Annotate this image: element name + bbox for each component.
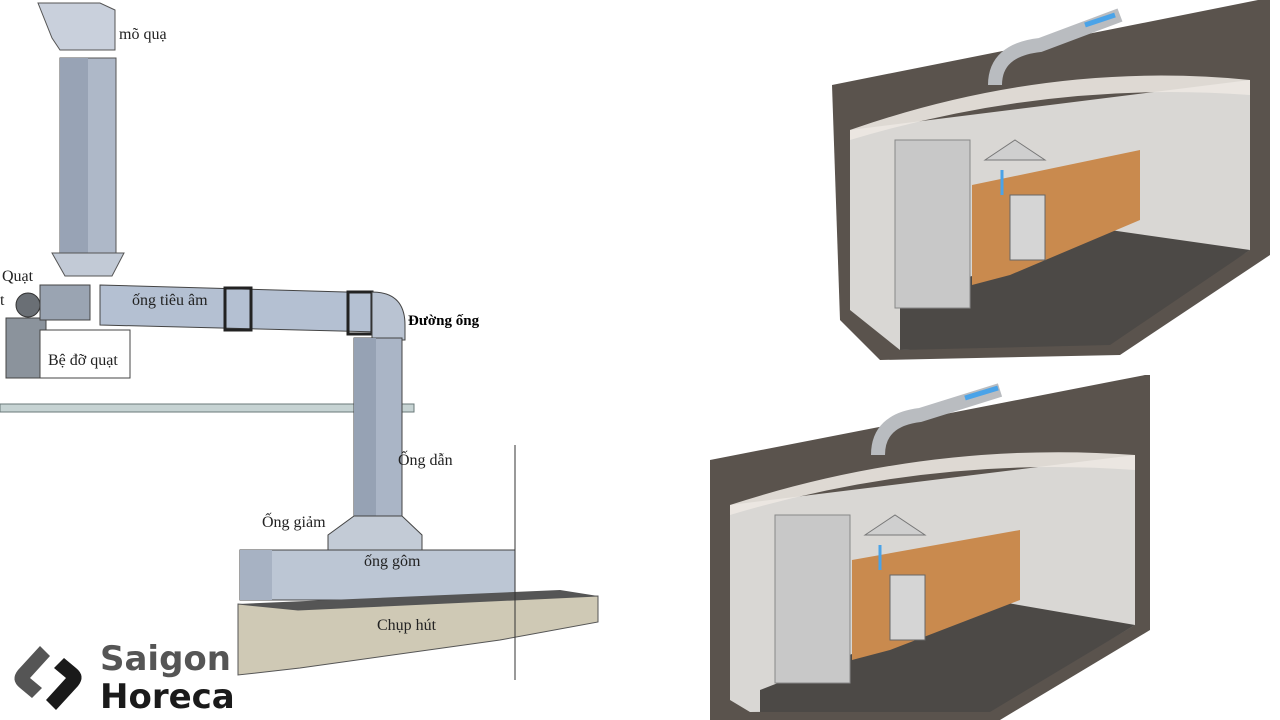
label-reducer: Ống giảm	[262, 514, 326, 531]
logo-line2: Horeca	[100, 677, 235, 717]
fan-housing	[39, 284, 91, 321]
label-collector-duct: ống gôm	[364, 553, 421, 570]
ceiling-slab	[0, 403, 415, 413]
fan-base-front	[39, 329, 131, 379]
logo-icon	[14, 646, 82, 710]
kitchen-illustration-top	[832, 0, 1270, 360]
saigon-horeca-logo: Saigon Horeca	[10, 640, 235, 716]
exhaust-hood	[237, 590, 599, 676]
reducer	[327, 515, 423, 551]
label-fan-cut: t	[0, 292, 5, 309]
kitchen-illustration-bottom	[710, 375, 1150, 720]
label-hood: Chụp hút	[377, 617, 437, 634]
logo-line1: Saigon	[100, 639, 231, 679]
label-fan-base: Bệ đỡ quạt	[48, 352, 118, 369]
label-fan: Quạt	[2, 268, 34, 285]
chimney-duct	[37, 2, 125, 277]
silencer-duct	[99, 284, 406, 341]
label-chimney-cap: mõ quạ	[119, 26, 167, 43]
label-guide-duct: Ống dẫn	[398, 452, 453, 469]
label-silencer-duct: ống tiêu âm	[132, 292, 208, 309]
airflow-arrow	[1084, 12, 1116, 28]
label-duct-line: Đường ống	[408, 313, 480, 329]
fan-motor	[15, 292, 41, 318]
fan-base	[5, 317, 47, 379]
